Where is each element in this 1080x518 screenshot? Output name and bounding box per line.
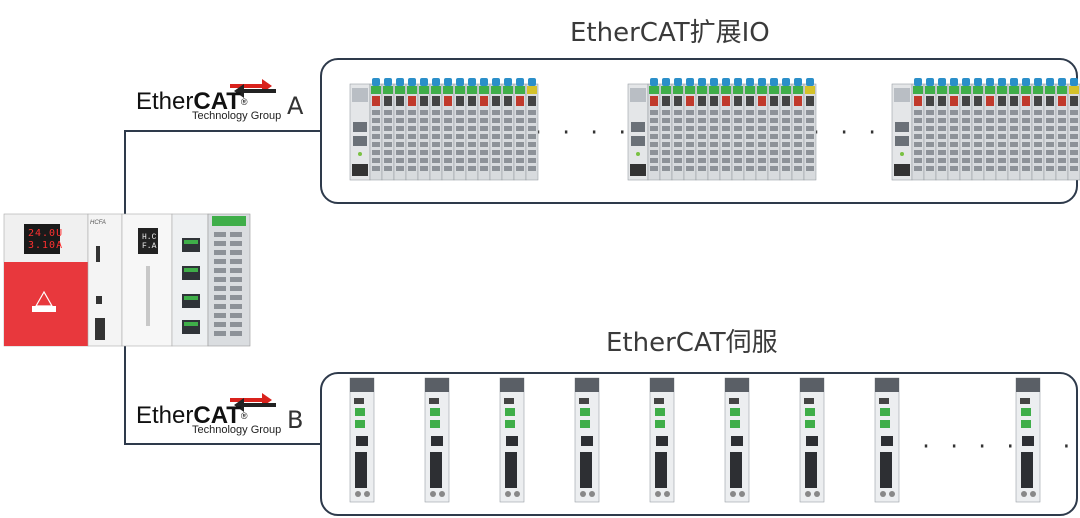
ethercat-tagline: Technology Group <box>192 110 282 122</box>
rj45-led <box>184 296 198 300</box>
ethercat-logo-b: EtherCAT® Technology Group <box>136 393 281 438</box>
ethercat-registered: ® <box>240 411 248 421</box>
io-terminal <box>230 268 242 273</box>
io-module-stack-3 <box>891 78 1080 181</box>
usb-port <box>96 296 102 304</box>
io-terminal <box>230 295 242 300</box>
servo-drive <box>574 377 600 503</box>
servo-drive <box>724 377 750 503</box>
cpu-led-strip <box>146 266 150 326</box>
ethercat-registered: ® <box>240 97 248 107</box>
local-io-terminal-top <box>212 216 246 226</box>
io-terminal <box>230 313 242 318</box>
io-terminal <box>230 322 242 327</box>
rj45-led <box>184 240 198 244</box>
io-terminal <box>214 250 226 255</box>
io-terminal <box>214 232 226 237</box>
cpu-label-1: H.C <box>142 233 157 242</box>
cpu-label-2: F.A <box>142 242 157 251</box>
ethercat-arrows-icon <box>230 79 276 98</box>
io-terminal <box>214 295 226 300</box>
rj45-led <box>184 322 198 326</box>
connector-vertical-top <box>124 130 126 218</box>
servo-drive <box>799 377 825 503</box>
servo-group-title: EtherCAT伺服 <box>606 328 778 358</box>
servo-drive <box>874 377 900 503</box>
io-group-title: EtherCAT扩展IO <box>570 18 770 48</box>
io-terminal <box>230 250 242 255</box>
servo-drive <box>499 377 525 503</box>
ethercat-tagline: Technology Group <box>192 424 282 436</box>
rj45-led <box>184 268 198 272</box>
connector-b-horizontal <box>124 443 322 445</box>
connector-a-horizontal <box>124 130 322 132</box>
io-terminal <box>214 241 226 246</box>
io-terminal <box>214 268 226 273</box>
ethercat-arrows-icon <box>230 393 276 412</box>
controller-brand: HCFA <box>90 220 106 226</box>
io-module-stack-2 <box>627 78 817 181</box>
io-terminal <box>230 241 242 246</box>
io-terminal <box>230 331 242 336</box>
cpu-display <box>138 228 158 254</box>
io-terminal <box>214 286 226 291</box>
ethercat-logo-a: EtherCAT® Technology Group <box>136 79 281 124</box>
ethercat-suffix: CAT <box>193 88 241 115</box>
io-terminal <box>230 304 242 309</box>
io-terminal <box>214 304 226 309</box>
io-terminal <box>214 331 226 336</box>
io-terminal <box>214 322 226 327</box>
power-supply-display <box>24 224 60 254</box>
io-terminal <box>230 259 242 264</box>
servo-drive <box>1015 377 1041 503</box>
controller-display-line-1: 24.0U <box>28 228 64 239</box>
io-terminal <box>230 277 242 282</box>
io-terminal <box>214 259 226 264</box>
servo-drive <box>649 377 675 503</box>
servo-drive <box>424 377 450 503</box>
servo-drive <box>349 377 375 503</box>
serial-port <box>95 318 105 340</box>
ethercat-suffix: CAT <box>193 402 241 429</box>
port-b-label: B <box>287 406 304 434</box>
port-a-label: A <box>287 92 304 120</box>
warning-label <box>32 306 56 312</box>
controller-display-line-2: 3.10A <box>28 240 64 251</box>
ethercat-prefix: Ether <box>136 402 194 429</box>
io-terminal <box>214 277 226 282</box>
ethercat-prefix: Ether <box>136 88 194 115</box>
connector-vertical-bottom <box>124 346 126 444</box>
power-supply-red-cover <box>4 262 88 346</box>
sd-slot <box>96 246 100 262</box>
io-terminal <box>230 286 242 291</box>
io-terminal <box>214 313 226 318</box>
servo-ellipsis: · · · · · · <box>920 434 1075 458</box>
io-terminal <box>230 232 242 237</box>
io-module-stack-1 <box>349 78 539 181</box>
